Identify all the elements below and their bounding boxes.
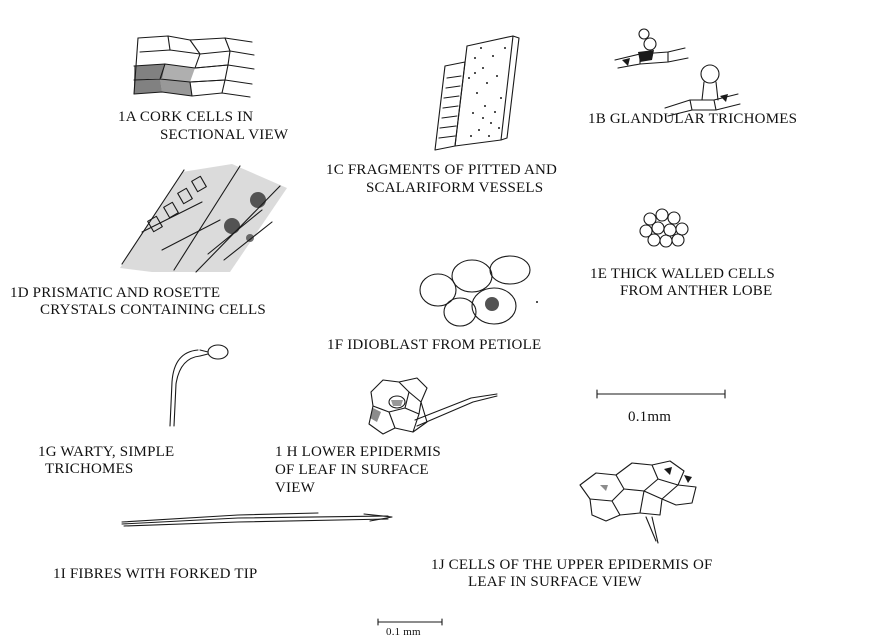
fibres-drawing bbox=[118, 510, 398, 532]
label-1g-line2: TRICHOMES bbox=[45, 460, 133, 479]
label-1h-line1: 1 H LOWER EPIDERMIS bbox=[275, 443, 441, 462]
idioblast-drawing bbox=[412, 250, 552, 335]
warty-trichome-drawing bbox=[160, 342, 240, 430]
label-1f: 1F IDIOBLAST FROM PETIOLE bbox=[327, 336, 541, 355]
label-1e-line2: FROM ANTHER LOBE bbox=[620, 282, 772, 301]
label-1c-line1: 1C FRAGMENTS OF PITTED AND bbox=[326, 161, 557, 180]
cork-cells-drawing bbox=[130, 30, 260, 105]
label-1j-line2: LEAF IN SURFACE VIEW bbox=[468, 573, 642, 592]
label-1d-line2: CRYSTALS CONTAINING CELLS bbox=[40, 301, 266, 320]
label-1a-line2: SECTIONAL VIEW bbox=[160, 126, 288, 145]
label-1a-line1: 1A CORK CELLS IN bbox=[118, 108, 253, 127]
crystal-cells-drawing bbox=[112, 160, 297, 275]
label-1h-line3: VIEW bbox=[275, 479, 315, 498]
upper-epidermis-drawing bbox=[572, 455, 707, 547]
label-1i: 1I FIBRES WITH FORKED TIP bbox=[53, 565, 257, 584]
label-1b: 1B GLANDULAR TRICHOMES bbox=[588, 110, 797, 129]
scale-bar-main bbox=[595, 388, 730, 398]
label-1h-line2: OF LEAF IN SURFACE bbox=[275, 461, 429, 480]
label-1c-line2: SCALARIFORM VESSELS bbox=[366, 179, 543, 198]
scale-bar-bottom-label: 0.1 mm bbox=[386, 623, 421, 637]
glandular-trichomes-drawing bbox=[610, 22, 750, 122]
lower-epidermis-drawing bbox=[365, 372, 505, 444]
vessel-fragments-drawing bbox=[425, 28, 535, 153]
scale-bar-main-label: 0.1mm bbox=[628, 408, 671, 427]
anther-cells-drawing bbox=[636, 205, 696, 250]
